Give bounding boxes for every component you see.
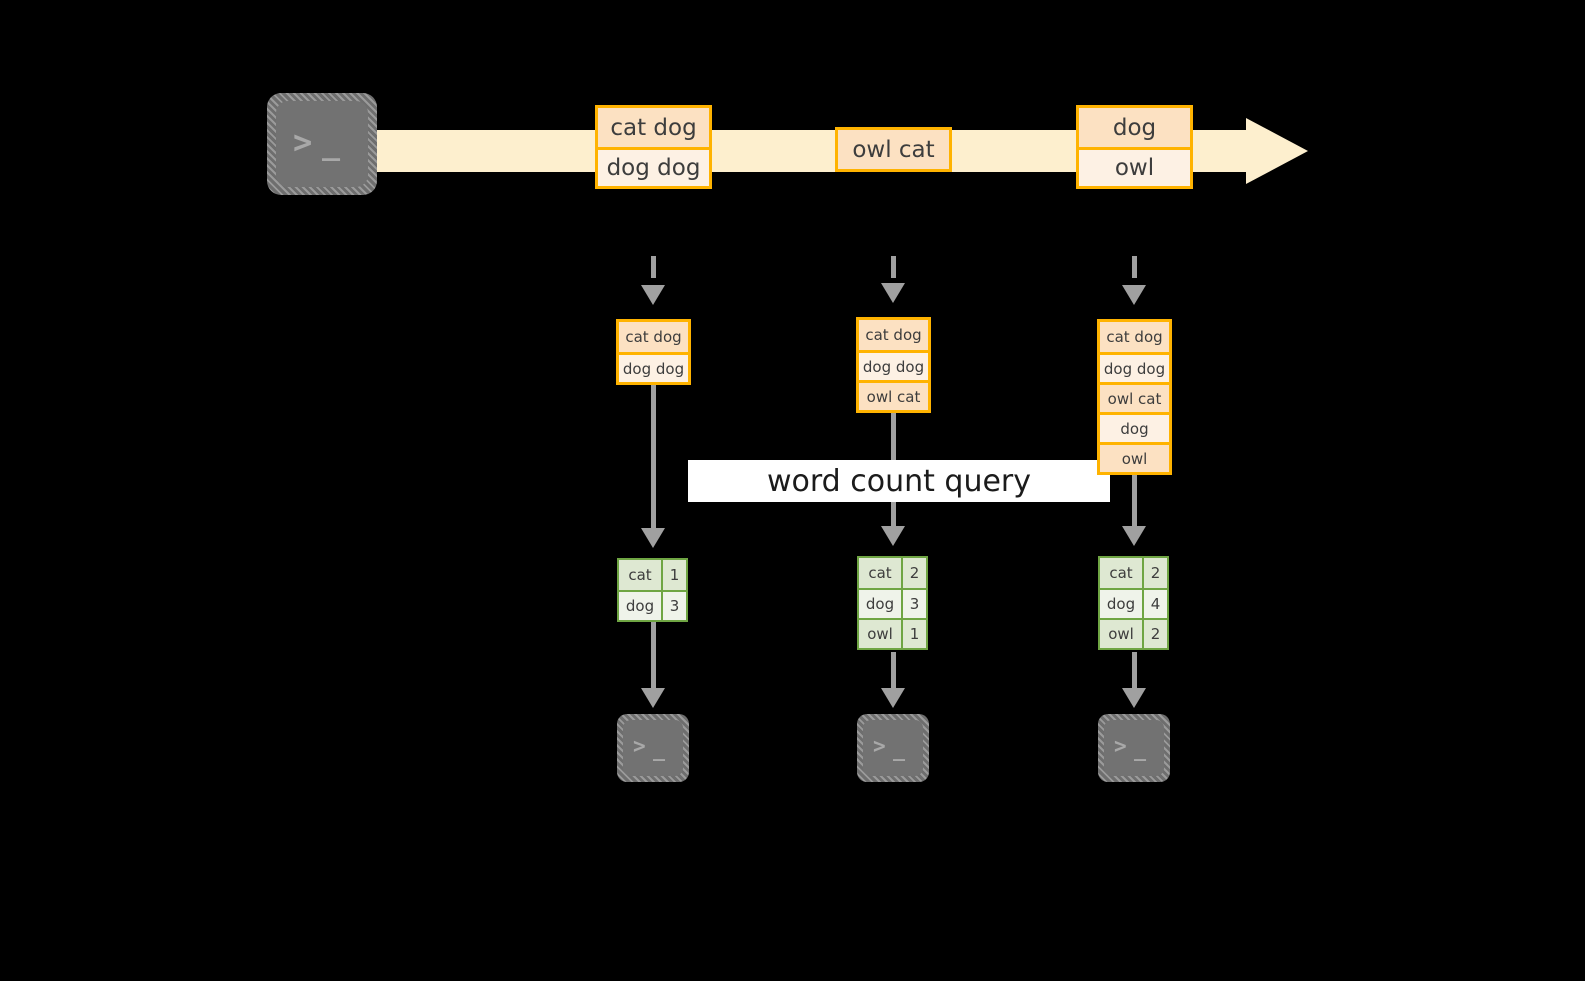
stream-arrow-head — [1246, 118, 1308, 184]
snapshot-1-query-connector — [651, 385, 656, 535]
table-row: owl 1 — [859, 618, 926, 648]
snapshot-3-result-table: cat 2 dog 4 owl 2 — [1098, 556, 1169, 650]
table-row: cat 2 — [1100, 558, 1167, 588]
snapshot-1-sink-terminal-icon: > _ — [617, 714, 689, 782]
snapshot-2-sink-arrowhead — [881, 688, 905, 708]
table-row: cat 2 — [859, 558, 926, 588]
buffer-line: owl cat — [859, 380, 928, 410]
snapshot-1-buffer: cat dog dog dog — [616, 319, 691, 385]
result-word: dog — [859, 590, 901, 618]
message-line: dog dog — [598, 147, 709, 186]
snapshot-3-query-arrowhead — [1122, 526, 1146, 546]
terminal-screen — [623, 720, 683, 776]
buffer-line: dog — [1100, 412, 1169, 442]
snapshot-1-sink-arrowhead — [641, 688, 665, 708]
result-word: cat — [619, 560, 661, 590]
terminal-prompt-glyph: > — [633, 734, 647, 758]
snapshot-2-result-table: cat 2 dog 3 owl 1 — [857, 556, 928, 650]
snapshot-1-query-arrowhead — [641, 528, 665, 548]
terminal-prompt-glyph: > — [293, 123, 313, 161]
message-group-1: cat dog dog dog — [595, 105, 712, 189]
buffer-line: owl cat — [1100, 382, 1169, 412]
message-line: owl — [1079, 147, 1190, 186]
message-line: dog — [1079, 108, 1190, 147]
result-count: 3 — [661, 592, 686, 620]
result-count: 2 — [1142, 620, 1167, 648]
buffer-line: cat dog — [859, 320, 928, 350]
drop-connector-2 — [891, 256, 896, 278]
result-word: owl — [1100, 620, 1142, 648]
snapshot-2-sink-terminal-icon: > _ — [857, 714, 929, 782]
buffer-line: owl — [1100, 442, 1169, 472]
result-count: 1 — [661, 560, 686, 590]
query-label-band: word count query — [688, 460, 1110, 502]
message-group-3: dog owl — [1076, 105, 1193, 189]
query-label-text: word count query — [766, 463, 1032, 499]
terminal-screen — [276, 101, 368, 187]
result-word: dog — [1100, 590, 1142, 618]
result-count: 2 — [1142, 558, 1167, 588]
terminal-screen — [1104, 720, 1164, 776]
snapshot-2-buffer: cat dog dog dog owl cat — [856, 317, 931, 413]
drop-arrowhead-1 — [641, 285, 665, 305]
drop-arrowhead-2 — [881, 283, 905, 303]
buffer-line: dog dog — [619, 352, 688, 382]
result-count: 4 — [1142, 590, 1167, 618]
snapshot-3-sink-terminal-icon: > _ — [1098, 714, 1170, 782]
result-count: 2 — [901, 558, 926, 588]
result-count: 1 — [901, 620, 926, 648]
table-row: owl 2 — [1100, 618, 1167, 648]
message-line: owl cat — [838, 130, 949, 169]
result-word: cat — [859, 558, 901, 588]
table-row: cat 1 — [619, 560, 686, 590]
snapshot-3-sink-arrowhead — [1122, 688, 1146, 708]
buffer-line: cat dog — [619, 322, 688, 352]
terminal-cursor-glyph: _ — [322, 127, 341, 162]
buffer-line: cat dog — [1100, 322, 1169, 352]
message-line: cat dog — [598, 108, 709, 147]
snapshot-3-sink-connector — [1132, 652, 1137, 690]
terminal-prompt-glyph: > — [1114, 734, 1128, 758]
terminal-prompt-glyph: > — [873, 734, 887, 758]
table-row: dog 3 — [859, 588, 926, 618]
snapshot-2-sink-connector — [891, 652, 896, 690]
result-word: dog — [619, 592, 661, 620]
drop-connector-1 — [651, 256, 656, 278]
snapshot-2-query-arrowhead — [881, 526, 905, 546]
result-word: cat — [1100, 558, 1142, 588]
snapshot-3-buffer: cat dog dog dog owl cat dog owl — [1097, 319, 1172, 475]
table-row: dog 3 — [619, 590, 686, 620]
drop-connector-3 — [1132, 256, 1137, 278]
terminal-screen — [863, 720, 923, 776]
result-count: 3 — [901, 590, 926, 618]
buffer-line: dog dog — [859, 350, 928, 380]
snapshot-3-query-connector — [1132, 475, 1137, 533]
source-terminal-icon: > _ — [267, 93, 377, 195]
snapshot-1-sink-connector — [651, 622, 656, 690]
terminal-cursor-glyph: _ — [893, 737, 906, 761]
message-group-2: owl cat — [835, 127, 952, 172]
buffer-line: dog dog — [1100, 352, 1169, 382]
terminal-cursor-glyph: _ — [1134, 737, 1147, 761]
result-word: owl — [859, 620, 901, 648]
drop-arrowhead-3 — [1122, 285, 1146, 305]
terminal-cursor-glyph: _ — [653, 737, 666, 761]
table-row: dog 4 — [1100, 588, 1167, 618]
snapshot-1-result-table: cat 1 dog 3 — [617, 558, 688, 622]
